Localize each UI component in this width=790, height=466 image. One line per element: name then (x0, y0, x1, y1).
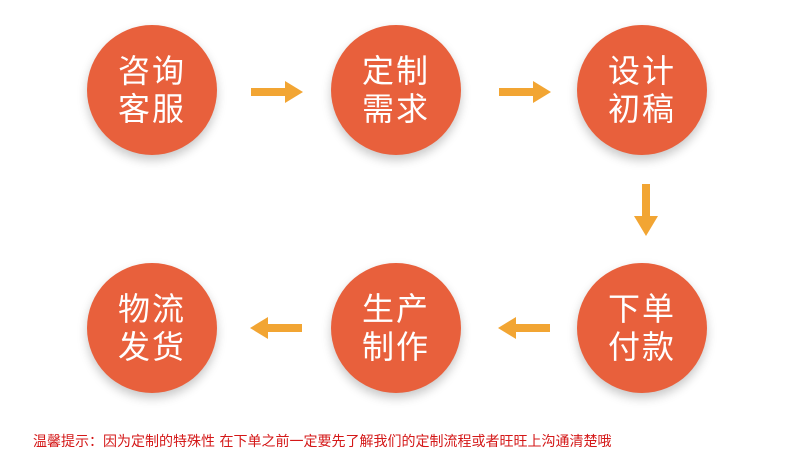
step-label-line1: 咨询 (117, 52, 186, 90)
step-logistics-shipping: 物流 发货 (87, 263, 217, 393)
arrow-left-icon (250, 317, 302, 339)
step-order-payment: 下单 付款 (577, 263, 707, 393)
step-label-line2: 发货 (117, 328, 186, 366)
step-production: 生产 制作 (331, 263, 461, 393)
arrow-right-icon (251, 81, 303, 103)
step-label-line1: 物流 (117, 290, 186, 328)
reminder-note: 温馨提示：因为定制的特殊性 在下单之前一定要先了解我们的定制流程或者旺旺上沟通清… (33, 434, 612, 450)
step-label-line1: 生产 (361, 290, 430, 328)
step-label-line2: 制作 (361, 328, 430, 366)
step-label-line2: 需求 (361, 90, 430, 128)
arrow-right-icon (499, 81, 551, 103)
step-design-draft: 设计 初稿 (577, 25, 707, 155)
step-label-line2: 初稿 (607, 90, 676, 128)
step-custom-requirements: 定制 需求 (331, 25, 461, 155)
arrow-left-icon (498, 317, 550, 339)
step-label-line2: 客服 (117, 90, 186, 128)
step-label-line1: 设计 (607, 52, 676, 90)
step-consult-service: 咨询 客服 (87, 25, 217, 155)
step-label-line1: 下单 (607, 290, 676, 328)
arrow-down-icon (634, 184, 658, 236)
step-label-line2: 付款 (607, 328, 676, 366)
step-label-line1: 定制 (361, 52, 430, 90)
